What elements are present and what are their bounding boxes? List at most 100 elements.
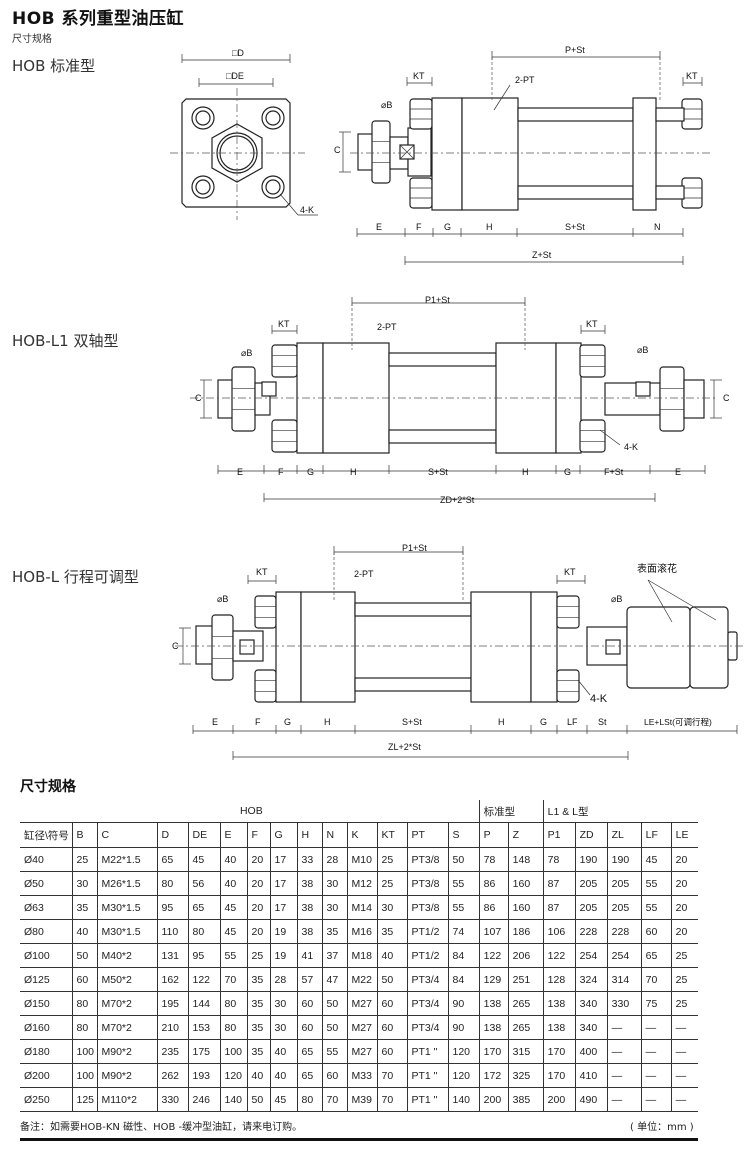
table-cell: 60 xyxy=(376,1015,408,1040)
table-cell: 100 xyxy=(71,1039,98,1064)
dim-kt-left-label: KT xyxy=(413,71,425,81)
table-cell: M39 xyxy=(346,1087,378,1112)
nut xyxy=(211,614,234,681)
page-subtitle: 尺寸规格 xyxy=(12,34,52,45)
bore-cell: Ø160 xyxy=(20,1015,73,1040)
table-cell: 40 xyxy=(376,943,408,968)
front-block xyxy=(300,591,356,703)
dim-pt-label: 2-PT xyxy=(377,322,397,332)
table-cell: PT1 " xyxy=(406,1087,449,1112)
table-cell: 60 xyxy=(321,1063,348,1088)
table-cell: 160 xyxy=(507,871,544,896)
dim-g-left-label: G xyxy=(284,717,291,727)
table-cell: 45 xyxy=(219,895,248,920)
table-cell: 190 xyxy=(606,847,642,872)
nut xyxy=(556,595,580,629)
table-cell: 200 xyxy=(478,1087,509,1112)
table-cell: 30 xyxy=(321,895,348,920)
column-header: C xyxy=(96,822,158,848)
column-header: KT xyxy=(376,822,408,848)
table-cell: 60 xyxy=(376,991,408,1016)
dim-4k-label: 4-K xyxy=(624,442,638,452)
table-cell: 55 xyxy=(219,943,248,968)
dim-f-label: F xyxy=(278,467,284,477)
table-cell: 45 xyxy=(219,919,248,944)
table-cell: 78 xyxy=(542,847,576,872)
group-hob: HOB xyxy=(20,800,480,823)
table-cell: — xyxy=(640,1015,672,1040)
tie-rod-end xyxy=(195,110,211,126)
table-cell: 70 xyxy=(376,1063,408,1088)
dim-4k-label: 4-K xyxy=(590,693,608,705)
table-cell: 65 xyxy=(187,895,221,920)
table-cell: 65 xyxy=(156,847,189,872)
table-cell: 170 xyxy=(542,1039,576,1064)
rod-thread xyxy=(195,625,214,665)
table-title: 尺寸规格 xyxy=(20,779,76,795)
column-header: P1 xyxy=(542,822,576,848)
nut xyxy=(681,177,703,209)
table-cell: 55 xyxy=(640,871,672,896)
bore-cell: Ø200 xyxy=(20,1063,73,1088)
column-header: K xyxy=(346,822,378,848)
nut xyxy=(681,98,703,130)
table-cell: 50 xyxy=(321,991,348,1016)
table-cell: 254 xyxy=(606,943,642,968)
table-cell: 19 xyxy=(269,919,298,944)
table-cell: 128 xyxy=(542,967,576,992)
table-cell: 129 xyxy=(478,967,509,992)
tie-rod-end xyxy=(265,110,281,126)
table-cell: 228 xyxy=(606,919,642,944)
table-cell: 251 xyxy=(507,967,544,992)
front-cover xyxy=(275,591,302,703)
table-cell: 35 xyxy=(321,919,348,944)
table-cell: 106 xyxy=(542,919,576,944)
nut xyxy=(579,344,606,378)
table-cell: 25 xyxy=(670,967,699,992)
table-cell: — xyxy=(670,1063,699,1088)
table-cell: 78 xyxy=(478,847,509,872)
table-cell: 20 xyxy=(246,847,271,872)
table-cell: 122 xyxy=(542,943,576,968)
table-cell: 144 xyxy=(187,991,221,1016)
dim-s-st-label: S+St xyxy=(402,717,422,727)
column-header: LF xyxy=(640,822,672,848)
table-cell: 25 xyxy=(670,943,699,968)
tie-rod-bottom xyxy=(517,185,634,200)
wrench-flat-right xyxy=(635,381,651,397)
dim-c-right-label: C xyxy=(723,393,730,403)
table-cell: 50 xyxy=(246,1087,271,1112)
table-cell: 385 xyxy=(507,1087,544,1112)
table-cell: 60 xyxy=(296,1015,323,1040)
table-cell: — xyxy=(670,1015,699,1040)
table-cell: PT3/8 xyxy=(406,871,449,896)
table-cell: 122 xyxy=(187,967,221,992)
table-cell: 195 xyxy=(156,991,189,1016)
dim-de-label: □DE xyxy=(226,71,244,81)
column-header: G xyxy=(269,822,298,848)
table-cell: 140 xyxy=(219,1087,248,1112)
group-standard: 标准型 xyxy=(478,800,544,823)
table-cell: M33 xyxy=(346,1063,378,1088)
column-header: N xyxy=(321,822,348,848)
table-cell: 40 xyxy=(269,1063,298,1088)
table-cell: 35 xyxy=(246,967,271,992)
table-cell: M110*2 xyxy=(96,1087,158,1112)
table-cell: 235 xyxy=(156,1039,189,1064)
knurled-cap xyxy=(689,606,729,689)
table-cell: 40 xyxy=(219,847,248,872)
dim-b-left-label: ⌀B xyxy=(241,348,252,358)
table-cell: 80 xyxy=(156,871,189,896)
table-cell: M70*2 xyxy=(96,991,158,1016)
table-cell: 100 xyxy=(219,1039,248,1064)
wrench-mark xyxy=(399,144,415,160)
head-cover xyxy=(431,97,463,211)
nut xyxy=(659,366,685,432)
dim-p1-st-label: P1+St xyxy=(425,295,450,305)
table-cell: PT3/4 xyxy=(406,967,449,992)
dim-h-left-label: H xyxy=(324,717,331,727)
